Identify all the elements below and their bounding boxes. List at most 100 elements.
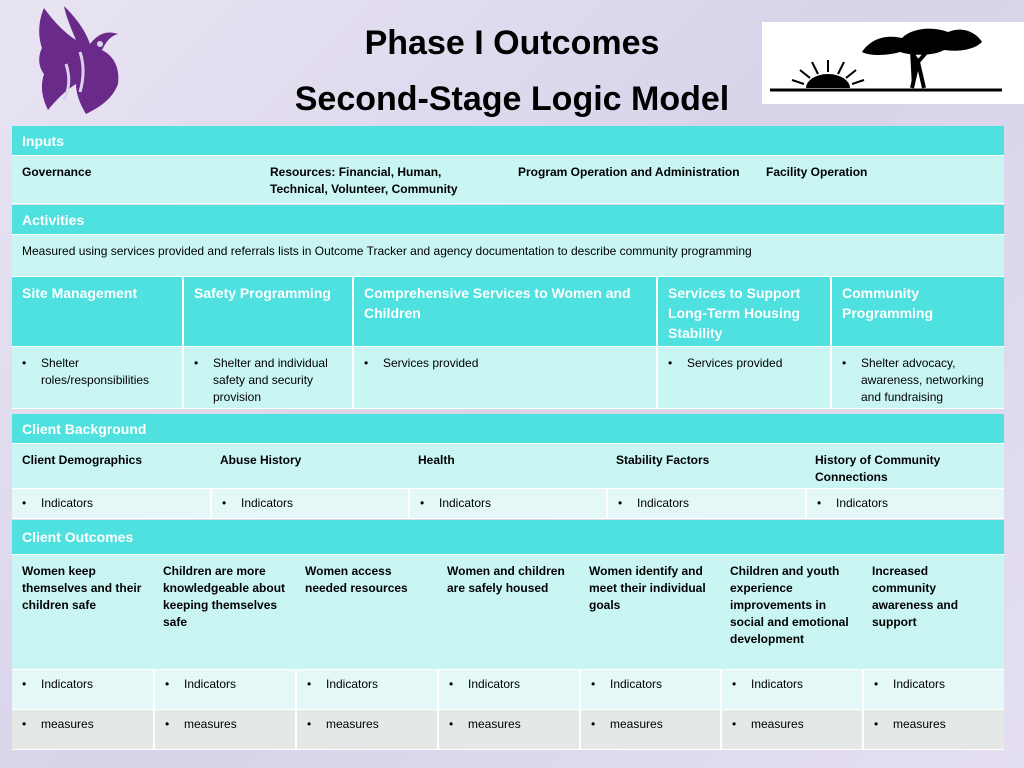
outcome-measure-text: measures [41,717,94,731]
background-bullet: •Indicators [408,489,606,518]
client-background-bullets-row: •Indicators •Indicators •Indicators •Ind… [12,489,1004,519]
outcome-measure: •measures [12,710,153,749]
background-bullet-text: Indicators [241,496,294,510]
activity-bullet: • Shelter roles/responsibilities [12,347,182,408]
activity-title: Community Programming [830,277,1004,346]
outcome-measure-text: measures [468,717,521,731]
inputs-row: Governance Resources: Financial, Human, … [12,156,1004,204]
outcome-indicator-text: Indicators [184,677,237,691]
outcome-measure-text: measures [326,717,379,731]
bullet-dot: • [668,356,673,370]
outcome-measure: • measures [862,710,1004,749]
bullet-dot: • [449,677,454,691]
activities-section: Activities Measured using services provi… [12,205,1004,409]
outcome-indicator: • Indicators [579,670,720,709]
background-title: Abuse History [220,453,302,467]
client-background-titles-row: Client Demographics Abuse History Health… [12,444,1004,489]
bullet-dot: • [307,677,312,691]
outcome-indicator-text: Indicators [326,677,379,691]
activities-header: Activities [12,205,1004,235]
outcome-indicator: •Indicators [862,670,1004,709]
purple-bird-logo-icon [36,4,126,116]
outcome-measure-text: measures [751,717,804,731]
activity-title: Services to Support Long-Term Housing St… [656,277,830,346]
page-title-line2: Second-Stage Logic Model [294,80,730,118]
activity-bullet: •Services provided [352,347,656,408]
outcome-indicator-text: Indicators [751,677,804,691]
bullet-dot: • [364,356,369,370]
outcome-title: Increased community awareness and suppor… [872,564,959,629]
outcome-measure: •measures [720,710,862,749]
outcome-measure: • measures [153,710,295,749]
bullet-dot: • [874,717,879,731]
bullet-dot: • [842,356,847,370]
outcome-measure-text: measures [893,717,946,731]
client-outcomes-titles-row: Women keep themselves and their children… [12,555,1004,670]
activity-title: Safety Programming [182,277,352,346]
input-item: Governance [22,165,92,179]
background-bullet: • Indicators [210,489,408,518]
bullet-dot: • [165,717,170,731]
background-bullet: •Indicators [805,489,1004,518]
background-bullet: •Indicators [12,489,210,518]
bullet-dot: • [591,717,596,731]
outcome-measure: •measures [579,710,720,749]
outcome-indicator: • Indicators [153,670,295,709]
bullet-dot: • [22,356,27,370]
bullet-dot: • [222,496,227,510]
input-item: Facility Operation [766,165,868,179]
activities-description: Measured using services provided and ref… [22,244,752,258]
inputs-header: Inputs [12,126,1004,156]
input-item: Resources: Financial, Human, Technical, … [270,165,458,196]
background-bullet: • Indicators [606,489,805,518]
background-title: Stability Factors [616,453,710,467]
outcome-title: Women access needed resources [305,564,408,595]
client-background-section: Client Background Client Demographics Ab… [12,414,1004,519]
activity-bullet-text: Shelter roles/responsibilities [41,356,150,387]
outcome-indicator: •Indicators [720,670,862,709]
activities-column-headers: Site Management Safety Programming Compr… [12,277,1004,347]
bullet-dot: • [591,677,596,691]
outcome-title: Women keep themselves and their children… [22,564,142,612]
activity-bullet-text: Shelter and individual safety and securi… [213,356,328,404]
activity-bullet: • Shelter advocacy, awareness, networking… [830,347,1004,408]
client-outcomes-measures-row: •measures •measures •measures •measures … [12,710,1004,750]
activities-bullets-row: • Shelter roles/responsibilities • Shelter… [12,347,1004,409]
client-outcomes-indicators-row: • Indicators • Indicators • Indicators • Ind… [12,670,1004,710]
bullet-dot: • [817,496,822,510]
outcome-measure: • measures [295,710,437,749]
tree-sunrise-logo-icon [762,22,1024,104]
bullet-dot: • [194,356,199,370]
inputs-section: Inputs Governance Resources: Financial, … [12,126,1004,204]
bullet-dot: • [22,496,27,510]
activity-title: Comprehensive Services to Women and Chil… [352,277,656,346]
outcome-title: Women and children are safely housed [447,564,565,595]
outcome-title: Children are more knowledgeable about ke… [163,564,286,629]
outcome-title: Children and youth experience improvemen… [730,564,849,646]
bullet-dot: • [874,677,879,691]
background-title: Client Demographics [22,453,143,467]
activity-bullet-text: Services provided [687,356,783,370]
outcome-measure-text: measures [184,717,237,731]
background-title: History of Community Connections [815,453,941,484]
background-bullet-text: Indicators [637,496,690,510]
outcome-indicator: • Indicators [295,670,437,709]
bullet-dot: • [22,677,27,691]
activity-bullet: • Shelter and individual safety and secur… [182,347,352,408]
activities-description-row: Measured using services provided and ref… [12,235,1004,277]
outcome-indicator: • Indicators [12,670,153,709]
outcome-indicator-text: Indicators [41,677,94,691]
activity-bullet-text: Shelter advocacy, awareness, networking … [861,356,984,404]
outcome-indicator-text: Indicators [468,677,521,691]
bullet-dot: • [618,496,623,510]
outcome-indicator-text: Indicators [610,677,663,691]
bullet-dot: • [165,677,170,691]
client-outcomes-section: Client Outcomes Women keep themselves an… [12,520,1004,750]
outcome-title: Women identify and meet their individual… [589,564,706,612]
activity-title: Site Management [12,277,182,346]
outcome-indicator: • Indicators [437,670,579,709]
input-item: Program Operation and Administration [518,165,740,179]
background-bullet-text: Indicators [439,496,492,510]
bullet-dot: • [449,717,454,731]
bullet-dot: • [307,717,312,731]
